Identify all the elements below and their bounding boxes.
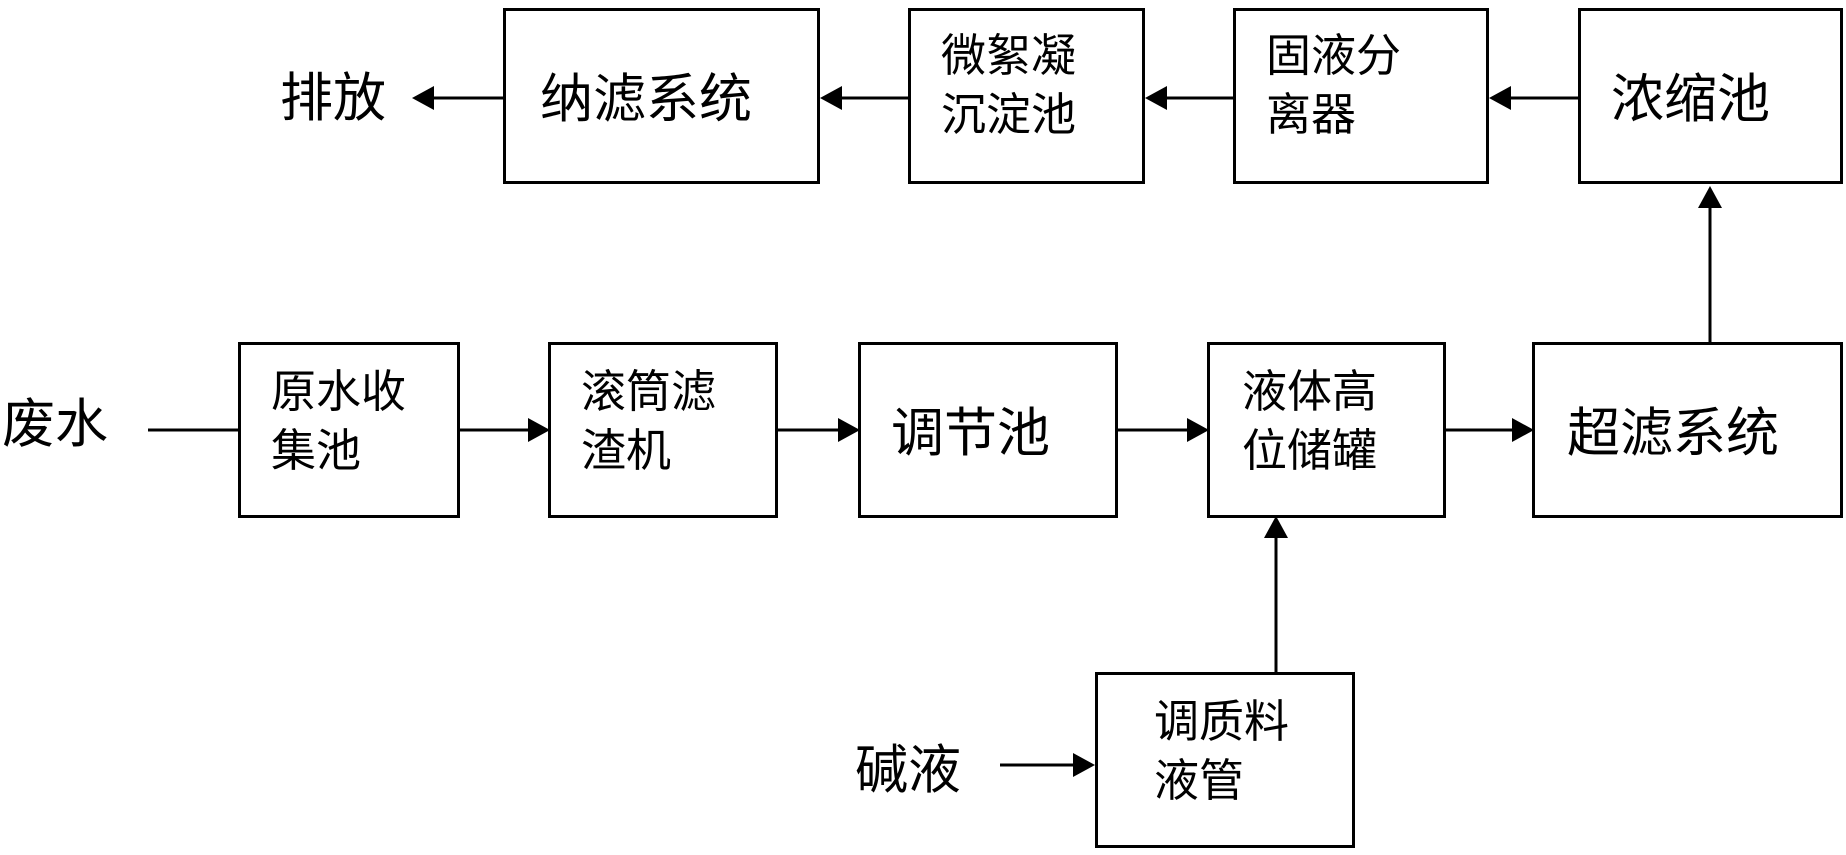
arrowhead-regulating <box>838 418 860 442</box>
arrowhead-tank-from-conditioner <box>1264 516 1288 538</box>
arrowhead-solid-liquid <box>1489 86 1511 110</box>
arrowhead-tank <box>1187 418 1209 442</box>
arrowhead-micro-floc <box>1145 86 1167 110</box>
arrowhead-concentrate <box>1698 186 1722 208</box>
arrowhead-drum <box>528 418 550 442</box>
node-raw-water-tank: 原水收 集池 <box>238 342 460 518</box>
node-concentration-tank-label: 浓缩池 <box>1611 69 1770 130</box>
node-regulating-tank: 调节池 <box>858 342 1118 518</box>
node-solid-liquid-separator-label: 固液分 离器 <box>1266 29 1402 141</box>
label-alkali: 碱液 <box>855 740 961 801</box>
node-concentration-tank: 浓缩池 <box>1578 8 1843 184</box>
node-micro-flocculation-label: 微絮凝 沉淀池 <box>941 29 1077 141</box>
node-ultrafiltration: 超滤系统 <box>1532 342 1843 518</box>
node-solid-liquid-separator: 固液分 离器 <box>1233 8 1489 184</box>
node-micro-flocculation: 微絮凝 沉淀池 <box>908 8 1145 184</box>
node-liquid-storage-tank-label: 液体高 位储罐 <box>1242 365 1378 477</box>
node-conditioner-pipe: 调质料 液管 <box>1095 672 1355 848</box>
node-raw-water-tank-label: 原水收 集池 <box>271 365 407 477</box>
arrowhead-ultrafiltration <box>1512 418 1534 442</box>
node-drum-filter: 滚筒滤 渣机 <box>548 342 778 518</box>
arrowhead-nanofiltration <box>820 86 842 110</box>
node-nanofiltration: 纳滤系统 <box>503 8 820 184</box>
node-nanofiltration-label: 纳滤系统 <box>540 69 752 130</box>
label-discharge: 排放 <box>280 68 386 129</box>
node-conditioner-pipe-label: 调质料 液管 <box>1154 695 1290 807</box>
label-wastewater: 废水 <box>2 394 108 455</box>
node-liquid-storage-tank: 液体高 位储罐 <box>1207 342 1446 518</box>
node-ultrafiltration-label: 超滤系统 <box>1567 403 1779 464</box>
arrowhead-discharge <box>412 86 434 110</box>
node-regulating-tank-label: 调节池 <box>891 403 1050 464</box>
arrowhead-conditioner <box>1073 753 1095 777</box>
node-drum-filter-label: 滚筒滤 渣机 <box>581 365 717 477</box>
